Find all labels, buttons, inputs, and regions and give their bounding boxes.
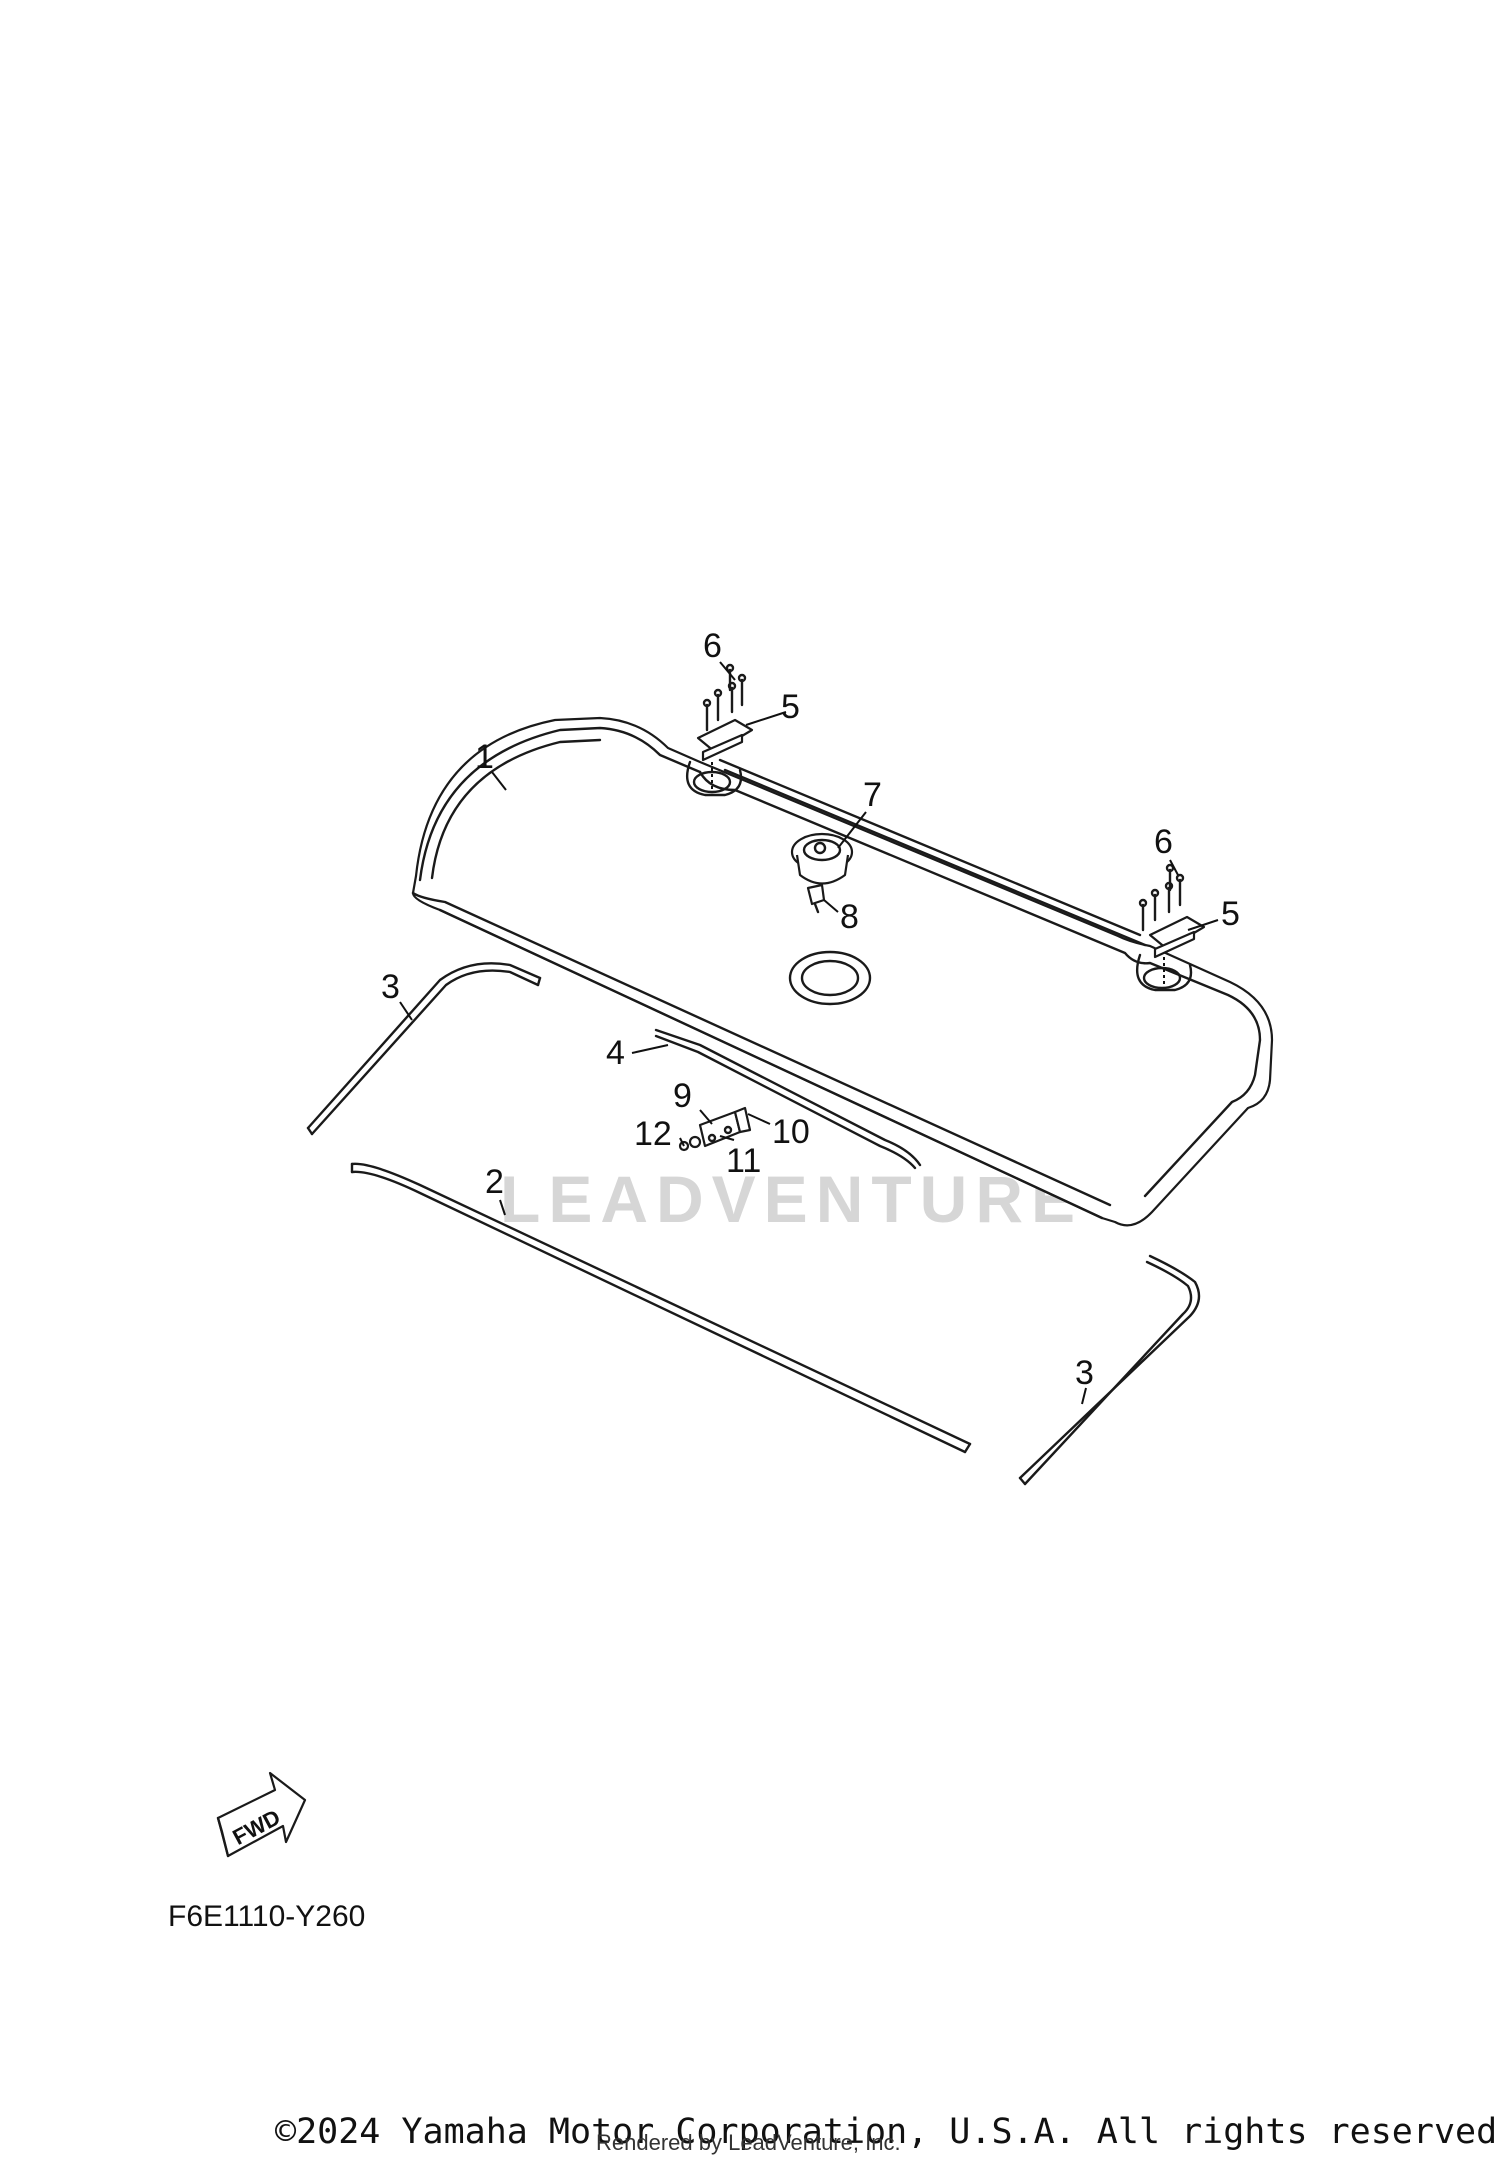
- trim-strip-short[interactable]: [654, 1028, 922, 1170]
- callout-10: 10: [772, 1113, 810, 1151]
- latch-lock[interactable]: [790, 832, 854, 885]
- callout-8: 8: [840, 898, 859, 936]
- hinge-right[interactable]: [1148, 915, 1206, 985]
- callout-3-right: 3: [1075, 1354, 1094, 1392]
- edge-trim-right[interactable]: [1018, 1254, 1201, 1486]
- callout-11: 11: [726, 1142, 761, 1180]
- callout-6-right: 6: [1154, 823, 1173, 861]
- callout-5-left: 5: [781, 688, 800, 726]
- callout-1: 1: [475, 738, 494, 776]
- bracket-assembly[interactable]: [678, 1106, 752, 1152]
- callout-leaders: [399, 661, 1219, 1405]
- hatch-lid[interactable]: [411, 716, 1274, 1227]
- callout-6-left: 6: [703, 627, 722, 665]
- callout-3-left: 3: [381, 968, 400, 1006]
- edge-trim-left[interactable]: [306, 962, 542, 1136]
- callout-9: 9: [673, 1077, 692, 1115]
- hinge-left[interactable]: [696, 718, 754, 790]
- callout-2: 2: [485, 1163, 504, 1201]
- callout-5-right: 5: [1221, 895, 1240, 933]
- rendered-by-notice: Rendered by LeadVenture, Inc.: [596, 2130, 901, 2155]
- trim-strip-long[interactable]: [350, 1162, 972, 1454]
- screws-left[interactable]: [702, 663, 747, 732]
- callout-numbers: 1 2 3 3 4 5 5 6 6 7 8 9 10 11 12: [381, 627, 1240, 1392]
- drawing-code: F6E1110-Y260: [168, 1900, 366, 1933]
- callout-7: 7: [863, 776, 882, 814]
- screws-right[interactable]: [1138, 863, 1185, 932]
- copyright-notice: ©2024 Yamaha Motor Corporation, U.S.A. A…: [275, 2112, 1500, 2152]
- callout-4: 4: [606, 1034, 625, 1072]
- watermark-text: LEADVENTURE: [500, 1162, 1083, 1236]
- callout-12: 12: [634, 1115, 672, 1153]
- fwd-arrow-icon: FWD: [216, 1771, 307, 1858]
